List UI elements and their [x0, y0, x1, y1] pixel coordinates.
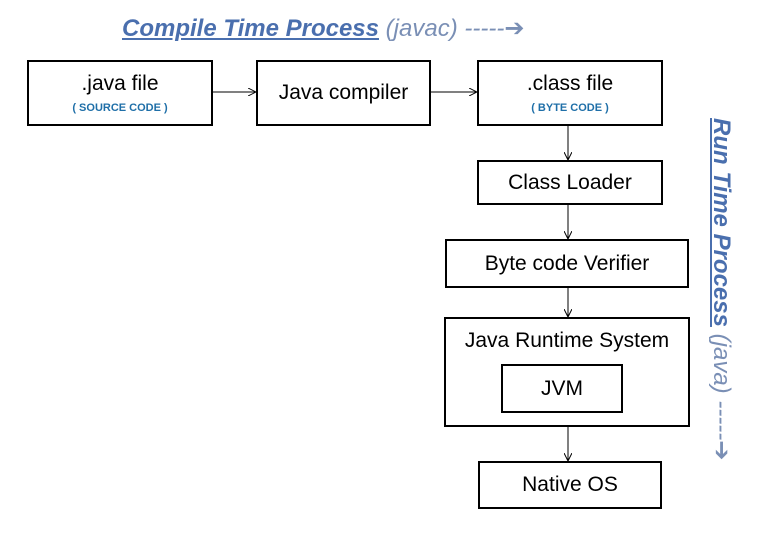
compile-time-command: (javac)	[385, 15, 458, 42]
java-compiler-box: Java compiler	[256, 60, 431, 126]
compile-time-title: Compile Time Process (javac) -----➔	[122, 14, 524, 43]
java-file-label: .java file	[81, 72, 159, 95]
compile-time-label: Compile Time Process	[122, 15, 379, 42]
java-compiler-label: Java compiler	[278, 81, 409, 104]
native-os-box: Native OS	[478, 461, 662, 509]
byte-code-label: ( BYTE CODE )	[531, 102, 609, 114]
jvm-box: JVM	[501, 364, 623, 413]
native-os-label: Native OS	[522, 473, 618, 496]
java-runtime-system-label: Java Runtime System	[464, 329, 670, 352]
byte-code-verifier-label: Byte code Verifier	[484, 251, 650, 275]
class-loader-box: Class Loader	[477, 160, 663, 205]
class-loader-label: Class Loader	[508, 170, 632, 194]
source-code-label: ( SOURCE CODE )	[72, 102, 168, 114]
class-file-label: .class file	[526, 72, 614, 95]
byte-code-verifier-box: Byte code Verifier	[445, 239, 689, 288]
jvm-label: JVM	[541, 376, 583, 400]
compile-time-arrow: -----➔	[464, 15, 525, 42]
class-file-box: .class file ( BYTE CODE )	[477, 60, 663, 126]
java-file-box: .java file ( SOURCE CODE )	[27, 60, 213, 126]
